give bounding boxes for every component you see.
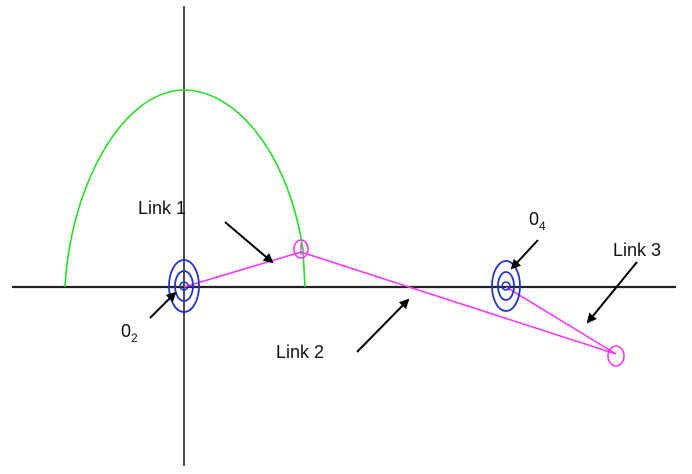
o4-label: 04 (529, 209, 546, 233)
link1-label: Link 1 (138, 198, 186, 218)
o4-label-main: 0 (529, 209, 539, 229)
arrow-o4 (510, 239, 539, 270)
pivot-o2-icon (168, 259, 200, 313)
pivot-o4-icon (491, 260, 521, 312)
link3-label: Link 3 (613, 240, 661, 260)
link-3 (505, 286, 617, 355)
o2-label: 02 (121, 321, 138, 345)
link-2 (300, 251, 617, 355)
arrow-o2 (149, 291, 177, 319)
arrow-link1 (224, 221, 274, 264)
o2-label-sub: 2 (131, 331, 138, 345)
link-1 (183, 251, 302, 288)
joint-link1-link2 (293, 239, 309, 259)
arrow-link3 (586, 261, 638, 324)
link2-label: Link 2 (276, 342, 324, 362)
arrow-link2 (356, 298, 410, 353)
o2-label-main: 0 (121, 321, 131, 341)
trajectory-curve (64, 89, 306, 288)
o4-label-sub: 4 (539, 219, 546, 233)
joint-link2-link3 (607, 345, 625, 367)
